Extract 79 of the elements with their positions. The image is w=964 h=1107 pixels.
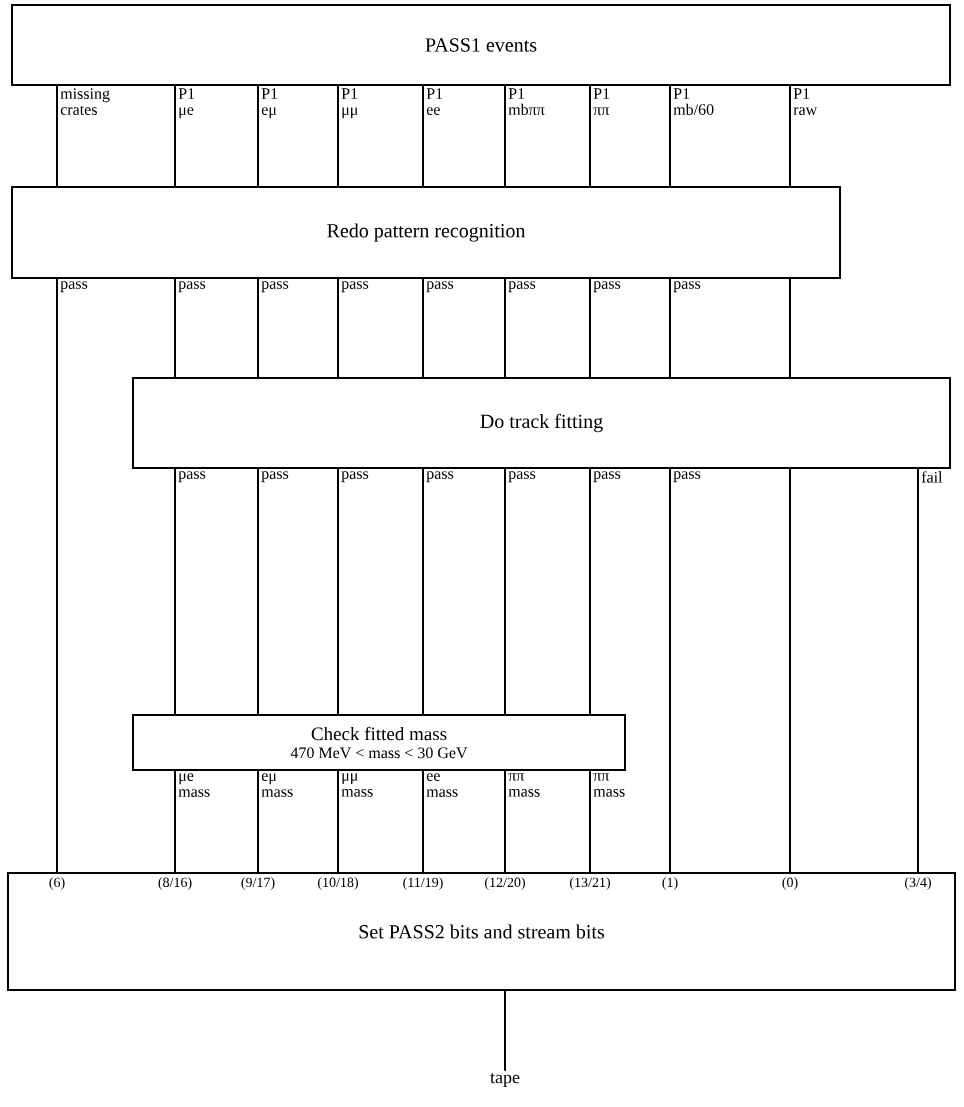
edge-label: pass [508,471,536,483]
connector-line [257,468,259,715]
bit-number: (8/16) [158,877,192,890]
edge-label: P1 eμ [261,88,278,119]
edge-label: ππ mass [593,773,625,797]
connector-line [422,278,424,378]
output-label: tape [490,1073,520,1087]
connector-line [257,278,259,378]
edge-label: μμ mass [341,773,373,797]
connector-line [589,468,591,715]
process-box: PASS1 events [11,4,951,86]
connector-line [589,278,591,378]
edge-label: ee mass [426,773,458,797]
connector-line [504,770,506,873]
edge-label: pass [426,281,454,293]
bit-number: (13/21) [570,877,610,890]
connector-line [337,770,339,873]
process-box: Do track fitting [132,377,951,469]
connector-line [337,85,339,187]
connector-line [589,85,591,187]
edge-label: pass [178,281,206,293]
connector-line [669,85,671,187]
connector-line [504,468,506,715]
edge-label: eμ mass [261,773,293,797]
edge-label: pass [261,471,289,483]
connector-line [257,770,259,873]
process-box: Redo pattern recognition [11,186,841,279]
edge-label: P1 ee [426,88,443,115]
connector-line [504,85,506,187]
connector-line [917,468,919,873]
connector-line [337,278,339,378]
edge-label: pass [60,281,88,293]
bit-number: (12/20) [485,877,525,890]
bit-number: (0) [782,877,798,890]
edge-label: ππ mass [508,773,540,797]
bit-number: (3/4) [905,877,931,890]
connector-line [589,770,591,873]
connector-line [257,85,259,187]
edge-label: P1 ππ [593,88,610,115]
connector-line [174,85,176,187]
connector-line [337,468,339,715]
connector-line [56,278,58,873]
connector-line [174,468,176,715]
edge-label: pass [508,281,536,293]
connector-line [504,278,506,378]
connector-line [789,468,791,873]
edge-label: pass [178,471,206,483]
edge-label: pass [673,281,701,293]
edge-label: missing crates [60,88,110,115]
edge-label: pass [261,281,289,293]
bit-number: (11/19) [403,877,443,890]
edge-label: fail [921,471,943,483]
edge-label: pass [593,471,621,483]
edge-label: pass [673,471,701,483]
connector-line [422,770,424,873]
edge-label: pass [341,471,369,483]
connector-line [422,468,424,715]
edge-label: pass [426,471,454,483]
connector-line [669,278,671,378]
edge-label: P1 μe [178,88,195,119]
connector-line [56,85,58,187]
connector-line [789,85,791,187]
connector-line [504,990,506,1072]
connector-line [789,278,791,378]
bit-number: (10/18) [318,877,358,890]
edge-label: P1 raw [793,88,818,115]
bit-number: (1) [662,877,678,890]
bit-number: (6) [49,877,65,890]
connector-line [669,468,671,873]
edge-label: P1 mbππ [508,88,545,115]
connector-line [422,85,424,187]
bit-number: (9/17) [241,877,275,890]
connector-line [174,278,176,378]
edge-label: pass [341,281,369,293]
edge-label: P1 mb/60 [673,88,714,115]
edge-label: P1 μμ [341,88,358,119]
edge-label: μe mass [178,773,210,797]
edge-label: pass [593,281,621,293]
connector-line [174,770,176,873]
